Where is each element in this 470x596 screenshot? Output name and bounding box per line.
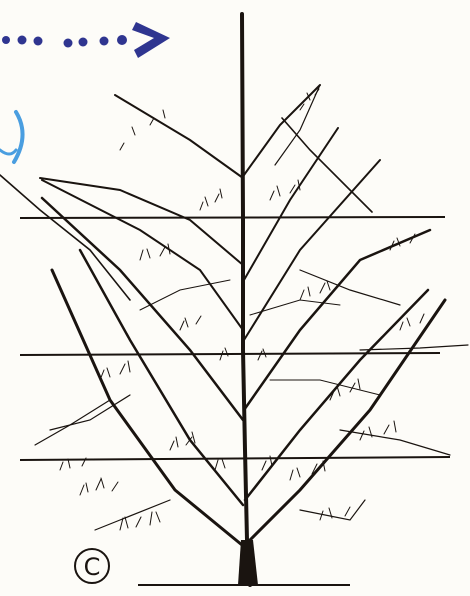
panel-label: C — [84, 553, 101, 581]
circled-letter-icon: C — [75, 549, 109, 583]
tree-scaffold — [0, 14, 468, 585]
dotted-arrow-icon — [2, 22, 170, 58]
support-wires — [20, 217, 450, 460]
trunk — [238, 540, 258, 585]
bracket-fragment — [0, 112, 23, 162]
